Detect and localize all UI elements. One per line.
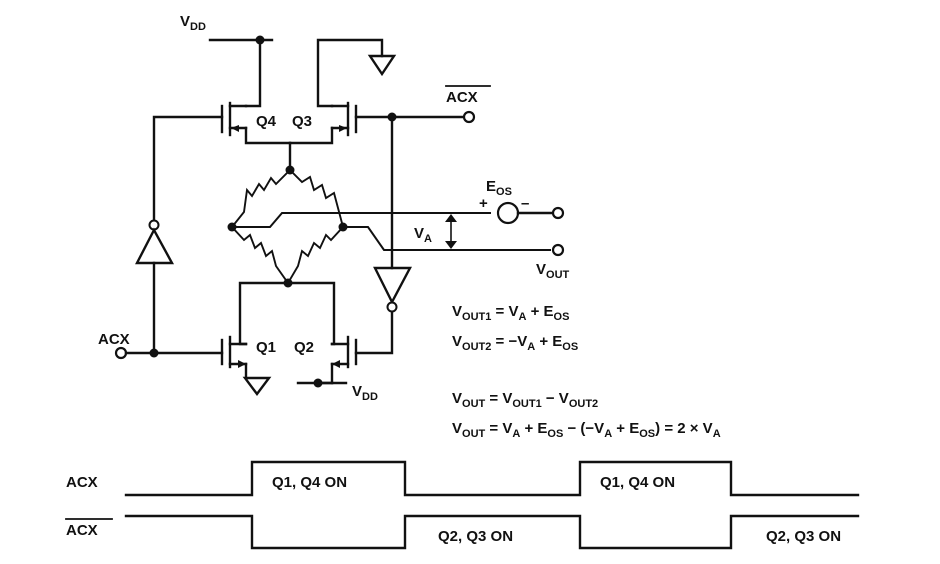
va-label: VA [414, 225, 432, 245]
timing-acx-bar-label: ACX [66, 522, 98, 539]
vout-terminal [551, 243, 565, 257]
q3-label: Q3 [292, 113, 312, 130]
q2-transistor [296, 335, 358, 388]
equation-vout-result: VOUT = VA + EOS − (−VA + EOS) = 2 × VA [452, 420, 721, 440]
timing-q2q3-on-1: Q2, Q3 ON [438, 528, 513, 545]
eos-offset-source [496, 201, 565, 225]
q4-transistor [220, 101, 292, 145]
timing-acx-label: ACX [66, 474, 98, 491]
q3-transistor [288, 38, 384, 145]
vdd-top-rail [208, 35, 274, 108]
acx-input-label: ACX [98, 331, 130, 348]
equation-vout1: VOUT1 = VA + EOS [452, 303, 569, 323]
eos-label: EOS [486, 178, 512, 198]
equation-vout2: VOUT2 = −VA + EOS [452, 333, 578, 353]
vdd-top-label: VDD [180, 13, 206, 33]
va-indicator [445, 214, 457, 249]
eos-plus-label: + [479, 195, 488, 212]
left-inverter [135, 115, 224, 355]
sensor-bridge [227, 141, 551, 288]
q4-label: Q4 [256, 113, 277, 130]
vout-label: VOUT [536, 261, 570, 281]
timing-acx-bar-waveform [124, 514, 860, 550]
q1-transistor [220, 281, 336, 396]
ground-symbol-top [367, 54, 397, 77]
q2-label: Q2 [294, 339, 314, 356]
timing-q2q3-on-2: Q2, Q3 ON [766, 528, 841, 545]
timing-q1q4-on-1: Q1, Q4 ON [272, 474, 347, 491]
vdd-bottom-label: VDD [352, 383, 378, 403]
q1-label: Q1 [256, 339, 276, 356]
timing-q1q4-on-2: Q1, Q4 ON [600, 474, 675, 491]
equation-vout-difference: VOUT = VOUT1 − VOUT2 [452, 390, 598, 410]
acx-input-line [114, 346, 224, 360]
acx-bar-gate-line [354, 110, 476, 124]
right-inverter [354, 115, 412, 355]
acx-bar-label: ACX [446, 89, 478, 106]
timing-acx-waveform [124, 460, 860, 497]
eos-minus-label: – [521, 195, 529, 212]
